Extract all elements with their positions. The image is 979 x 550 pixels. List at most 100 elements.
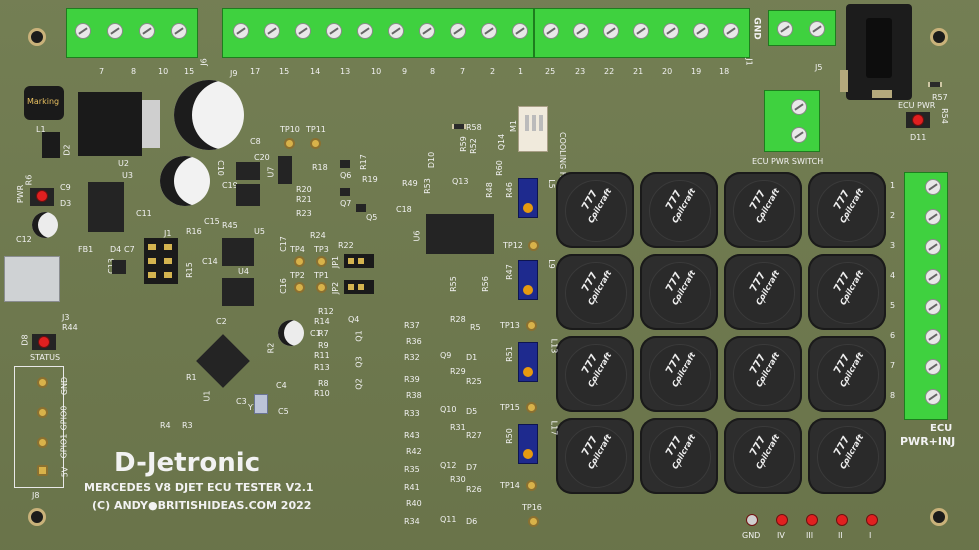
r20-label: R20 (296, 185, 312, 194)
coil-x-mark: X (759, 378, 767, 388)
terminal-block-j1 (534, 8, 750, 58)
screw-icon (925, 269, 941, 285)
j9-pin-label: 2 (490, 67, 496, 76)
electrolytic-capacitor-c10 (160, 156, 210, 206)
test-point-tp14[interactable] (526, 480, 537, 491)
test-point-tp2[interactable] (294, 282, 305, 293)
y1-label: Y1 (248, 403, 258, 412)
d8-label: D8 (20, 334, 30, 346)
potentiometer-r46[interactable] (518, 178, 538, 218)
c16-label: C16 (278, 278, 288, 294)
r18-label: R18 (312, 163, 328, 172)
test-point-tp12[interactable] (528, 240, 539, 251)
led-i-label: I (869, 531, 872, 540)
c5-label: C5 (278, 407, 289, 416)
q9-label: Q9 (440, 351, 452, 360)
coil-x-mark: X (843, 296, 851, 306)
coil-core (817, 262, 879, 324)
c8-label: C8 (250, 137, 261, 146)
header-pin (148, 258, 156, 264)
coil-x-mark: X (591, 378, 599, 388)
pin-header-j1[interactable] (144, 238, 178, 284)
r34-label: R34 (404, 517, 420, 526)
q3-label: Q3 (354, 356, 364, 368)
transistor-q7 (340, 188, 350, 196)
coil-core (649, 262, 711, 324)
led-iv (776, 514, 788, 526)
potentiometer-r50[interactable] (518, 424, 538, 464)
gnd-label: GND (751, 17, 762, 40)
jack-pin (866, 18, 892, 78)
test-point-tp16[interactable] (528, 516, 539, 527)
tp14-label: TP14 (500, 481, 520, 490)
r39-label: R39 (404, 375, 420, 384)
j8-ref-label: J8 (32, 491, 40, 500)
u5-label: U5 (254, 227, 265, 236)
mounting-hole-top-right (930, 28, 948, 46)
fan-pin (539, 115, 543, 131)
c15-label: C15 (204, 217, 220, 226)
j1-pin-label: 22 (604, 67, 615, 76)
jumper-pin (348, 258, 354, 264)
l13-label: L13 (549, 338, 559, 354)
j9-pin-label: 8 (430, 67, 436, 76)
coil-core (817, 344, 879, 406)
d7-label: D7 (466, 463, 478, 472)
potentiometer-r47[interactable] (518, 260, 538, 300)
j9-pin-label: 1 (518, 67, 524, 76)
r36-label: R36 (406, 337, 422, 346)
tp13-label: TP13 (500, 321, 520, 330)
transistor-d4 (112, 260, 126, 274)
j9-pin-label: 13 (340, 67, 351, 76)
r33-label: R33 (404, 409, 420, 418)
jumper-jp1[interactable] (344, 254, 374, 268)
test-point-tp11[interactable] (310, 138, 321, 149)
test-point-tp3[interactable] (316, 256, 327, 267)
screw-icon (75, 23, 91, 39)
screw-icon (723, 23, 739, 39)
r24-label: R24 (310, 231, 326, 240)
r6-label: R6 (24, 174, 34, 186)
screw-icon (791, 127, 807, 143)
q10-label: Q10 (440, 405, 457, 414)
test-point-tp1[interactable] (316, 282, 327, 293)
u3-label: U3 (122, 171, 133, 180)
terminal-block-j5 (768, 10, 836, 46)
resistor-r57 (928, 82, 942, 87)
coil-x-mark: X (759, 296, 767, 306)
transistor-q6 (340, 160, 350, 168)
r9-label: R9 (318, 341, 329, 350)
screw-icon (233, 23, 249, 39)
r1-label: R1 (186, 373, 197, 382)
test-point-tp4[interactable] (294, 256, 305, 267)
potentiometer-r51[interactable] (518, 342, 538, 382)
test-point-tp13[interactable] (526, 320, 537, 331)
jumper-jp2[interactable] (344, 280, 374, 294)
test-point-tp10[interactable] (284, 138, 295, 149)
ecu-pin-label: 6 (890, 331, 896, 340)
coil-x-mark: X (591, 214, 599, 224)
regulator-tab (142, 100, 160, 148)
crystal-y1 (254, 394, 268, 414)
r55-label: R55 (448, 276, 458, 292)
d1-label: D1 (466, 353, 478, 362)
j1-pin-label: 19 (691, 67, 702, 76)
coil-core (565, 180, 627, 242)
m1-label: M1 (509, 120, 518, 132)
usb-connector-j3[interactable] (4, 256, 60, 302)
ic-u7 (278, 156, 292, 184)
screw-icon (573, 23, 589, 39)
ecu-pwr-switch-terminal[interactable] (764, 90, 820, 152)
r21-label: R21 (296, 195, 312, 204)
j5-ref-label: J5 (815, 63, 823, 72)
capacitor-c12 (32, 212, 58, 238)
r46-label: R46 (504, 182, 514, 198)
test-point-tp15[interactable] (526, 402, 537, 413)
ic-u6 (426, 214, 494, 254)
u4-label: U4 (238, 267, 249, 276)
